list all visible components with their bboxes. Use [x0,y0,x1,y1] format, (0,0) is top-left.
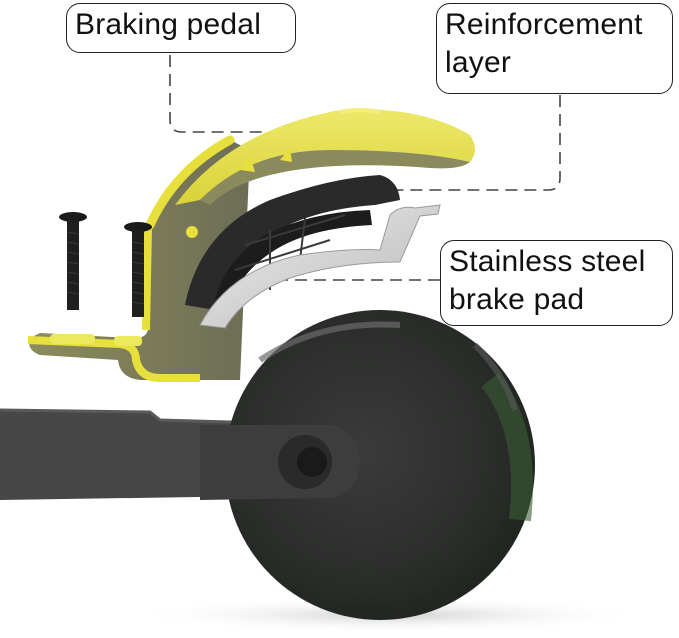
callout-reinforcement-layer: Reinforcement layer [436,3,673,94]
mounting-screws [59,212,152,317]
steel-brake-pad-part [199,204,441,329]
callout-text-line: brake pad [449,283,585,316]
callout-text-line: Reinforcement [445,8,643,41]
leader-lines [169,55,561,281]
callout-steel-brake-pad: Stainless steel brake pad [440,240,673,326]
callout-text-line: layer [445,46,512,79]
rear-wheel [200,310,535,620]
callout-text-line: Stainless steel [449,245,646,278]
callout-text-line: Braking pedal [75,8,262,41]
braking-pedal-part [175,108,475,205]
callout-braking-pedal: Braking pedal [66,3,296,53]
